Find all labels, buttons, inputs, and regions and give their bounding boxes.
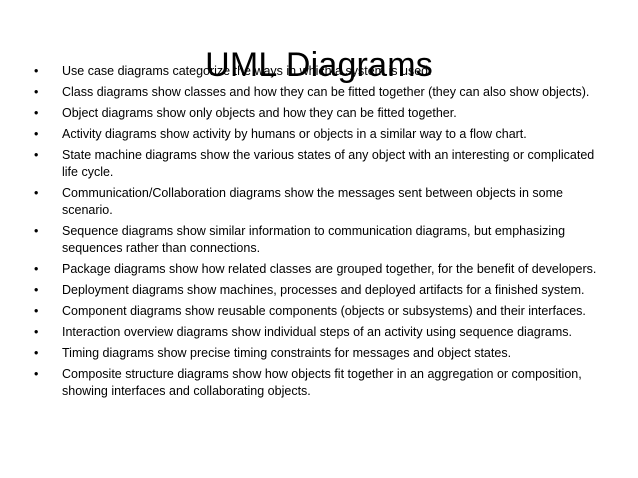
bullet-marker: • [34,148,39,162]
bullet-text: Activity diagrams show activity by human… [62,127,527,141]
bullet-text: Component diagrams show reusable compone… [62,304,586,318]
bullet-marker: • [34,262,39,276]
bullet-text: Class diagrams show classes and how they… [62,85,590,99]
bullet-marker: • [34,106,39,120]
bullet-item: • Interaction overview diagrams show indi… [34,324,604,341]
bullet-marker: • [34,186,39,200]
bullet-item: • Sequence diagrams show similar informat… [34,223,604,257]
bullet-list: • Use case diagrams categorize the ways i… [34,63,604,404]
bullet-item: • Deployment diagrams show machines, proc… [34,282,604,299]
bullet-item: • Object diagrams show only objects and h… [34,105,604,122]
bullet-item: • Composite structure diagrams show how o… [34,366,604,400]
bullet-text: Timing diagrams show precise timing cons… [62,346,512,360]
bullet-item: • Class diagrams show classes and how the… [34,84,604,101]
bullet-item: • Timing diagrams show precise timing con… [34,345,604,362]
bullet-text: Interaction overview diagrams show indiv… [62,325,572,339]
bullet-marker: • [34,346,39,360]
bullet-text: Sequence diagrams show similar informati… [62,224,566,255]
bullet-marker: • [34,325,39,339]
bullet-marker: • [34,85,39,99]
bullet-text: Object diagrams show only objects and ho… [62,106,457,120]
bullet-text: Deployment diagrams show machines, proce… [62,283,585,297]
bullet-marker: • [34,283,39,297]
bullet-item: • Use case diagrams categorize the ways i… [34,63,604,80]
bullet-text: Use case diagrams categorize the ways in… [62,64,432,78]
bullet-text: Package diagrams show how related classe… [62,262,597,276]
bullet-item: • State machine diagrams show the various… [34,147,604,181]
bullet-marker: • [34,64,39,78]
bullet-item: • Package diagrams show how related class… [34,261,604,278]
bullet-text: Composite structure diagrams show how ob… [62,367,582,398]
bullet-text: Communication/Collaboration diagrams sho… [62,186,563,217]
slide-title: UML Diagrams [205,45,433,84]
bullet-marker: • [34,367,39,381]
bullet-item: • Activity diagrams show activity by huma… [34,126,604,143]
bullet-text: State machine diagrams show the various … [62,148,595,179]
bullet-marker: • [34,224,39,238]
bullet-item: • Communication/Collaboration diagrams sh… [34,185,604,219]
bullet-marker: • [34,127,39,141]
bullet-marker: • [34,304,39,318]
bullet-item: • Component diagrams show reusable compon… [34,303,604,320]
